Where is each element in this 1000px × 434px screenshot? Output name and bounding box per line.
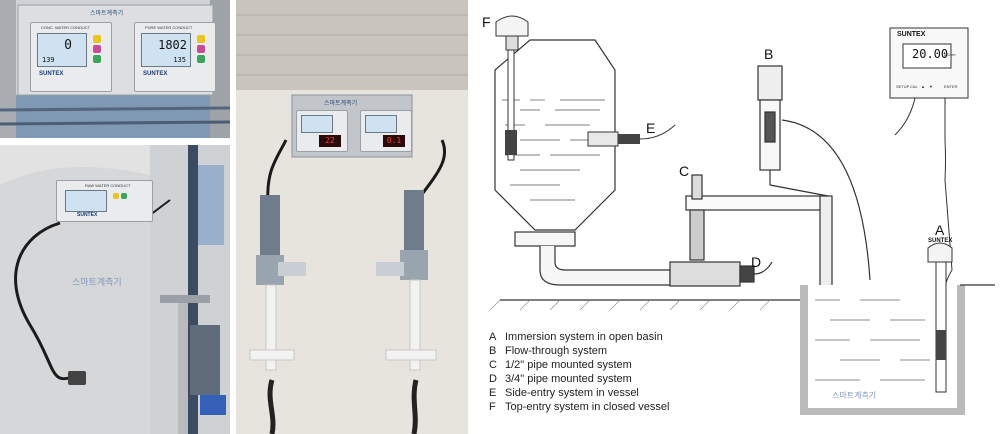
meter-button-green	[93, 55, 101, 63]
meter-screen: 0 139	[37, 33, 87, 67]
temperature-display: 22	[319, 135, 341, 147]
label-a: A	[935, 222, 945, 238]
immersion-sensor	[927, 242, 953, 393]
meter-screen	[65, 190, 107, 212]
meter-brand: SUNTEX	[77, 212, 98, 218]
controller-button-cal: CAL	[910, 84, 918, 89]
installation-diagram	[489, 15, 995, 415]
meter-value: 1802	[158, 38, 187, 52]
basin-liquid-lines	[815, 299, 930, 381]
controller-brand: SUNTEX	[897, 31, 926, 38]
meter-brand: SUNTEX	[143, 71, 168, 77]
meter-screen	[301, 115, 333, 133]
legend-item: A Immersion system in open basin	[489, 331, 663, 343]
controller-button-setup: SETUP	[896, 84, 910, 89]
legend-letter: F	[489, 401, 496, 413]
meter-title: RAW WATER CONDUCT	[85, 183, 131, 188]
temperature-display: 0.1	[383, 135, 405, 147]
meter-title: PURE WATER CONDUCT	[145, 25, 193, 30]
legend-text: Immersion system in open basin	[505, 331, 663, 343]
meter-title: CONC. WATER CONDUCT	[41, 25, 91, 30]
legend-text: 3/4" pipe mounted system	[505, 373, 632, 385]
label-d: D	[751, 254, 762, 270]
photo-pipe-sensors: 스마트계측기 22 0.1	[236, 0, 468, 434]
watermark: 스마트계측기	[72, 277, 122, 287]
label-b: B	[764, 46, 774, 62]
meter-sub-value: 139	[42, 56, 55, 64]
controller-button-up: ▲	[921, 84, 925, 89]
flow-through-cell	[757, 65, 871, 281]
meter-brand: SUNTEX	[39, 71, 64, 77]
controller-unit: μS/cm	[944, 52, 956, 57]
conc-water-meter: CONC. WATER CONDUCT 0 139 SUNTEX	[30, 22, 112, 92]
controller-device	[889, 27, 969, 301]
diagram-watermark: 스마트계측기	[832, 391, 877, 400]
legend-letter: C	[489, 359, 497, 371]
half-inch-pipe	[685, 174, 833, 287]
left-pipe-meter: 22	[296, 110, 348, 152]
controller-button-down: ▼	[929, 84, 933, 89]
legend-text: 1/2" pipe mounted system	[505, 359, 632, 371]
meter-button-yellow	[197, 35, 205, 43]
controller-button-enter: ENTER	[944, 84, 958, 89]
top-entry-sensor	[495, 15, 529, 161]
legend-text: Flow-through system	[505, 345, 608, 357]
panel-brand: 스마트계측기	[324, 101, 358, 107]
meter-button-green	[197, 55, 205, 63]
right-pipe-meter: 0.1	[360, 110, 412, 152]
ground-hatching	[489, 299, 771, 311]
photo-pipes-background	[236, 0, 468, 434]
legend-item: F Top-entry system in closed vessel	[489, 401, 669, 413]
raw-water-meter: RAW WATER CONDUCT SUNTEX	[56, 180, 153, 222]
meter-button-yellow	[113, 193, 119, 199]
photo-tank-sensor: RAW WATER CONDUCT SUNTEX 스마트계측기	[0, 145, 230, 434]
legend-text: Side-entry system in vessel	[505, 387, 639, 399]
label-e: E	[646, 120, 656, 136]
meter-button-green	[121, 193, 127, 199]
meter-sub-value: 135	[173, 56, 186, 64]
legend-text: Top-entry system in closed vessel	[505, 401, 670, 413]
vessel-liquid-lines	[502, 99, 605, 201]
meter-button-pink	[197, 45, 205, 53]
legend-item: D 3/4" pipe mounted system	[489, 373, 632, 385]
pure-water-meter: PURE WATER CONDUCT 1802 135 SUNTEX	[134, 22, 216, 92]
meter-value: 0	[64, 38, 72, 53]
legend-item: B Flow-through system	[489, 345, 607, 357]
meter-button-pink	[93, 45, 101, 53]
sensor-brand: SUNTEX	[928, 238, 953, 244]
photo-panel-meters: 스마트계측기 CONC. WATER CONDUCT 0 139 SUNTEX …	[0, 0, 230, 138]
controller-value: 20.00	[912, 47, 949, 61]
photo-tank-background	[0, 145, 230, 434]
label-f: F	[482, 14, 491, 30]
legend-letter: E	[489, 387, 497, 399]
legend-letter: A	[489, 331, 497, 343]
legend-letter: D	[489, 373, 497, 385]
panel-brand: 스마트계측기	[90, 11, 124, 17]
label-c: C	[679, 163, 690, 179]
meter-button-yellow	[93, 35, 101, 43]
legend-letter: B	[489, 345, 497, 357]
side-entry-sensor	[587, 124, 676, 147]
bottom-pipe	[514, 231, 773, 287]
legend-item: C 1/2" pipe mounted system	[489, 359, 632, 371]
meter-screen	[365, 115, 397, 133]
legend-item: E Side-entry system in vessel	[489, 387, 639, 399]
meter-screen: 1802 135	[141, 33, 191, 67]
